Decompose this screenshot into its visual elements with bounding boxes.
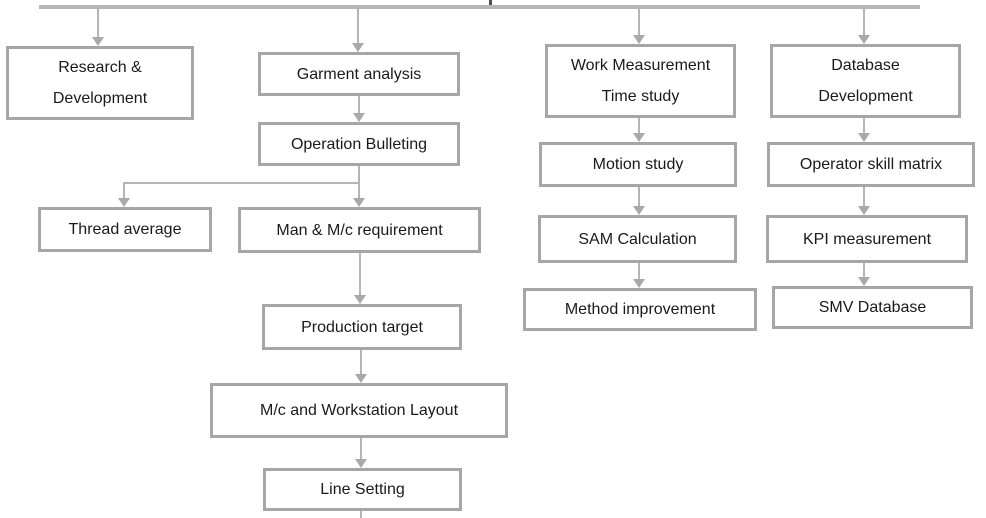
node-garment-analysis: Garment analysis xyxy=(258,52,460,96)
top-connector-stub xyxy=(489,0,492,5)
branch-connector-line xyxy=(123,182,360,184)
node-sam-calculation: SAM Calculation xyxy=(538,215,737,263)
connector-line xyxy=(638,263,640,279)
connector-line xyxy=(360,438,362,459)
node-line-setting: Line Setting xyxy=(263,468,462,511)
connector-line xyxy=(863,187,865,206)
node-label: Man & M/c requirement xyxy=(276,221,443,239)
arrow-down-icon xyxy=(858,35,870,44)
arrow-down-icon xyxy=(118,198,130,207)
top-connector-line xyxy=(39,5,920,9)
connector-line xyxy=(638,187,640,206)
node-label: Method improvement xyxy=(564,301,716,318)
connector-line xyxy=(358,166,360,184)
node-research-development: Research & Development xyxy=(6,46,194,120)
node-motion-study: Motion study xyxy=(539,142,737,187)
arrow-down-icon xyxy=(858,206,870,215)
connector-line xyxy=(360,511,362,518)
node-label: Research & Development xyxy=(52,59,148,107)
node-label: Operator skill matrix xyxy=(799,156,943,173)
node-label: SMV Database xyxy=(818,299,927,316)
connector-line xyxy=(638,118,640,133)
arrow-down-icon xyxy=(633,279,645,288)
node-mc-workstation-layout: M/c and Workstation Layout xyxy=(210,383,508,438)
node-thread-average: Thread average xyxy=(38,207,212,252)
arrow-down-icon xyxy=(633,35,645,44)
arrow-down-icon xyxy=(858,133,870,142)
node-database-development: Database Development xyxy=(770,44,961,118)
arrow-down-icon xyxy=(633,206,645,215)
node-label: M/c and Workstation Layout xyxy=(259,402,459,419)
node-smv-database: SMV Database xyxy=(772,286,973,329)
connector-line xyxy=(863,9,865,35)
node-label: KPI measurement xyxy=(802,230,932,248)
node-method-improvement: Method improvement xyxy=(523,288,757,331)
connector-line xyxy=(123,184,125,198)
arrow-down-icon xyxy=(353,198,365,207)
node-label: Production target xyxy=(301,318,423,336)
connector-line xyxy=(359,253,361,295)
connector-line xyxy=(358,184,360,198)
node-label: Garment analysis xyxy=(296,65,422,83)
node-label: Thread average xyxy=(68,221,182,238)
node-production-target: Production target xyxy=(262,304,462,350)
connector-line xyxy=(358,96,360,113)
arrow-down-icon xyxy=(355,459,367,468)
node-label: Operation Bulleting xyxy=(290,135,428,153)
node-kpi-measurement: KPI measurement xyxy=(766,215,968,263)
arrow-down-icon xyxy=(92,37,104,46)
arrow-down-icon xyxy=(858,277,870,286)
connector-line xyxy=(863,118,865,133)
node-work-measurement: Work Measurement Time study xyxy=(545,44,736,118)
node-operation-bulleting: Operation Bulleting xyxy=(258,122,460,166)
arrow-down-icon xyxy=(355,374,367,383)
node-label: Database Development xyxy=(818,57,913,105)
node-operator-skill-matrix: Operator skill matrix xyxy=(767,142,975,187)
arrow-down-icon xyxy=(353,113,365,122)
connector-line xyxy=(97,9,99,37)
connector-line xyxy=(357,9,359,43)
arrow-down-icon xyxy=(633,133,645,142)
connector-line xyxy=(360,350,362,374)
node-label: Work Measurement Time study xyxy=(570,57,711,105)
arrow-down-icon xyxy=(352,43,364,52)
arrow-down-icon xyxy=(354,295,366,304)
node-label: SAM Calculation xyxy=(578,230,697,248)
node-man-mc-requirement: Man & M/c requirement xyxy=(238,207,481,253)
node-label: Motion study xyxy=(592,156,684,173)
connector-line xyxy=(638,9,640,35)
connector-line xyxy=(863,263,865,277)
node-label: Line Setting xyxy=(320,481,405,498)
